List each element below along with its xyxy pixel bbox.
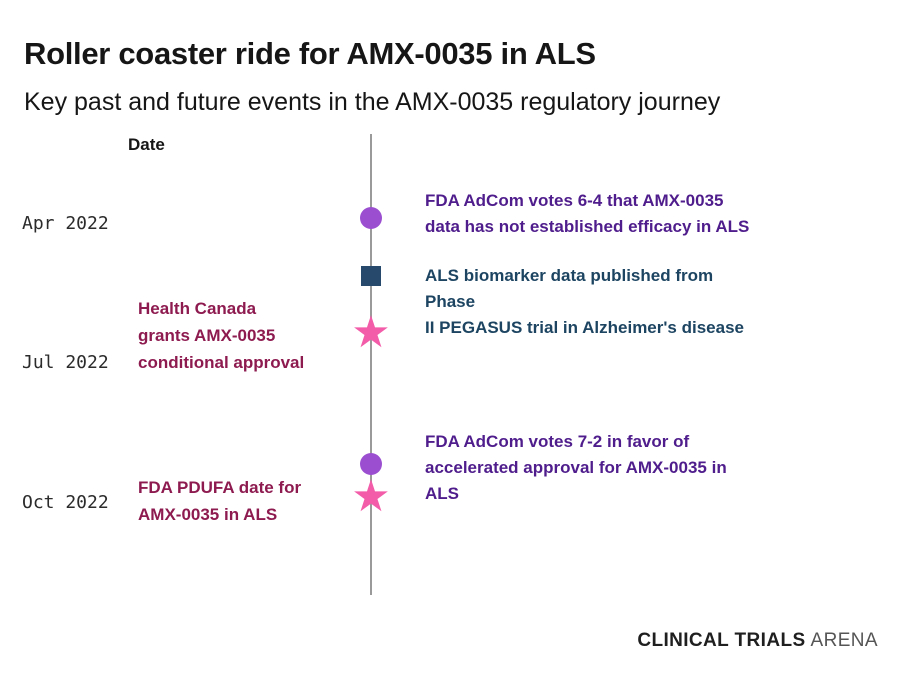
star-icon-oct-2022: ★ xyxy=(351,471,391,523)
circle-marker-apr-2022 xyxy=(360,207,382,229)
timeline-axis-line xyxy=(370,134,372,595)
star-icon-jul-2022: ★ xyxy=(351,307,391,359)
event-fda-pdufa-date: FDA PDUFA date for AMX-0035 in ALS xyxy=(138,478,302,524)
date-tick-apr-2022: Apr 2022 xyxy=(22,213,109,234)
square-marker-biomarker-event xyxy=(361,266,381,286)
date-tick-oct-2022: Oct 2022 xyxy=(22,492,109,513)
page-title: Roller coaster ride for AMX-0035 in ALS xyxy=(24,36,596,71)
circle-marker-pre-oct-2022 xyxy=(360,453,382,475)
page-subtitle: Key past and future events in the AMX-00… xyxy=(24,88,721,116)
logo-text-light: ARENA xyxy=(810,630,878,651)
event-als-biomarker-pegasus: ALS biomarker data published from Phase … xyxy=(425,266,744,337)
event-fda-adcom-6-4: FDA AdCom votes 6-4 that AMX-0035 data h… xyxy=(425,191,750,236)
event-health-canada-approval: Health Canada grants AMX-0035 conditiona… xyxy=(138,299,305,372)
date-tick-jul-2022: Jul 2022 xyxy=(22,352,109,373)
event-fda-adcom-7-2: FDA AdCom votes 7-2 in favor of accelera… xyxy=(425,432,727,503)
logo-text-bold: CLINICAL TRIALS xyxy=(637,630,806,651)
date-axis-label: Date xyxy=(128,135,165,154)
